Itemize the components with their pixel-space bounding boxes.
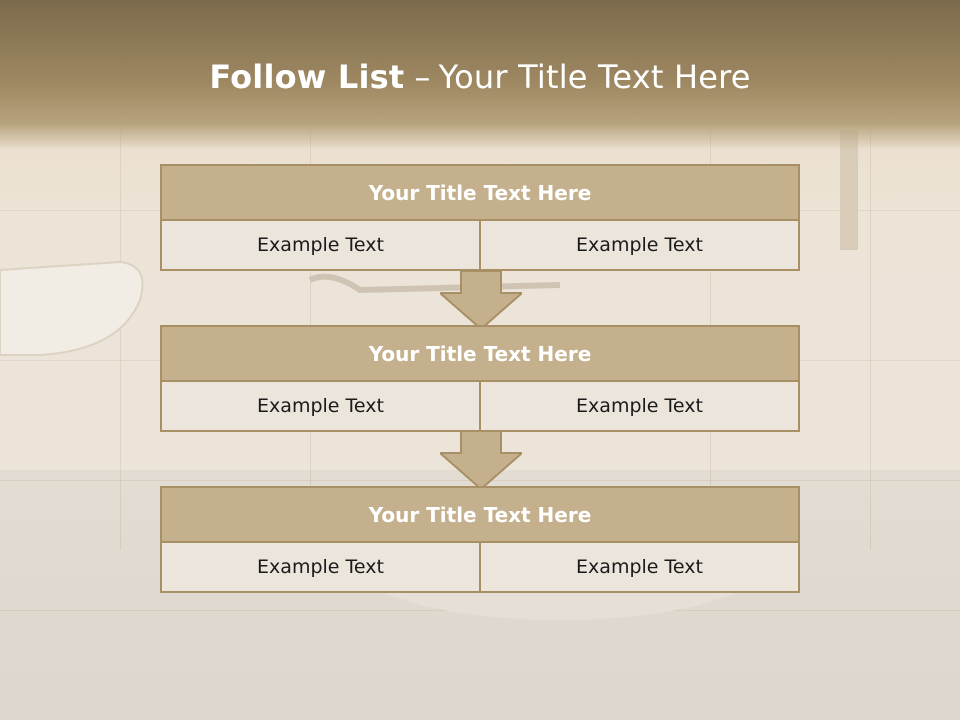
header-band — [0, 0, 960, 150]
block-cell-left: Example Text — [162, 221, 479, 269]
block-title: Your Title Text Here — [162, 166, 798, 221]
follow-block-1: Your Title Text Here Example Text Exampl… — [160, 164, 800, 271]
block-cell-right: Example Text — [479, 221, 798, 269]
block-title: Your Title Text Here — [162, 327, 798, 382]
block-title: Your Title Text Here — [162, 488, 798, 543]
tile-line — [870, 130, 871, 550]
block-cell-left: Example Text — [162, 382, 479, 430]
block-cell-left: Example Text — [162, 543, 479, 591]
block-row: Example Text Example Text — [162, 221, 798, 269]
down-arrow-icon — [440, 431, 522, 489]
block-cell-right: Example Text — [479, 543, 798, 591]
block-row: Example Text Example Text — [162, 543, 798, 591]
block-row: Example Text Example Text — [162, 382, 798, 430]
slide-title-bold: Follow List — [209, 58, 405, 96]
block-cell-right: Example Text — [479, 382, 798, 430]
down-arrow-icon — [440, 271, 522, 329]
slide-title: Follow List–Your Title Text Here — [0, 52, 960, 102]
follow-block-3: Your Title Text Here Example Text Exampl… — [160, 486, 800, 593]
follow-block-2: Your Title Text Here Example Text Exampl… — [160, 325, 800, 432]
slide-title-text: Your Title Text Here — [438, 58, 751, 96]
slide-title-separator: – — [414, 58, 431, 96]
tile-line — [120, 130, 121, 550]
